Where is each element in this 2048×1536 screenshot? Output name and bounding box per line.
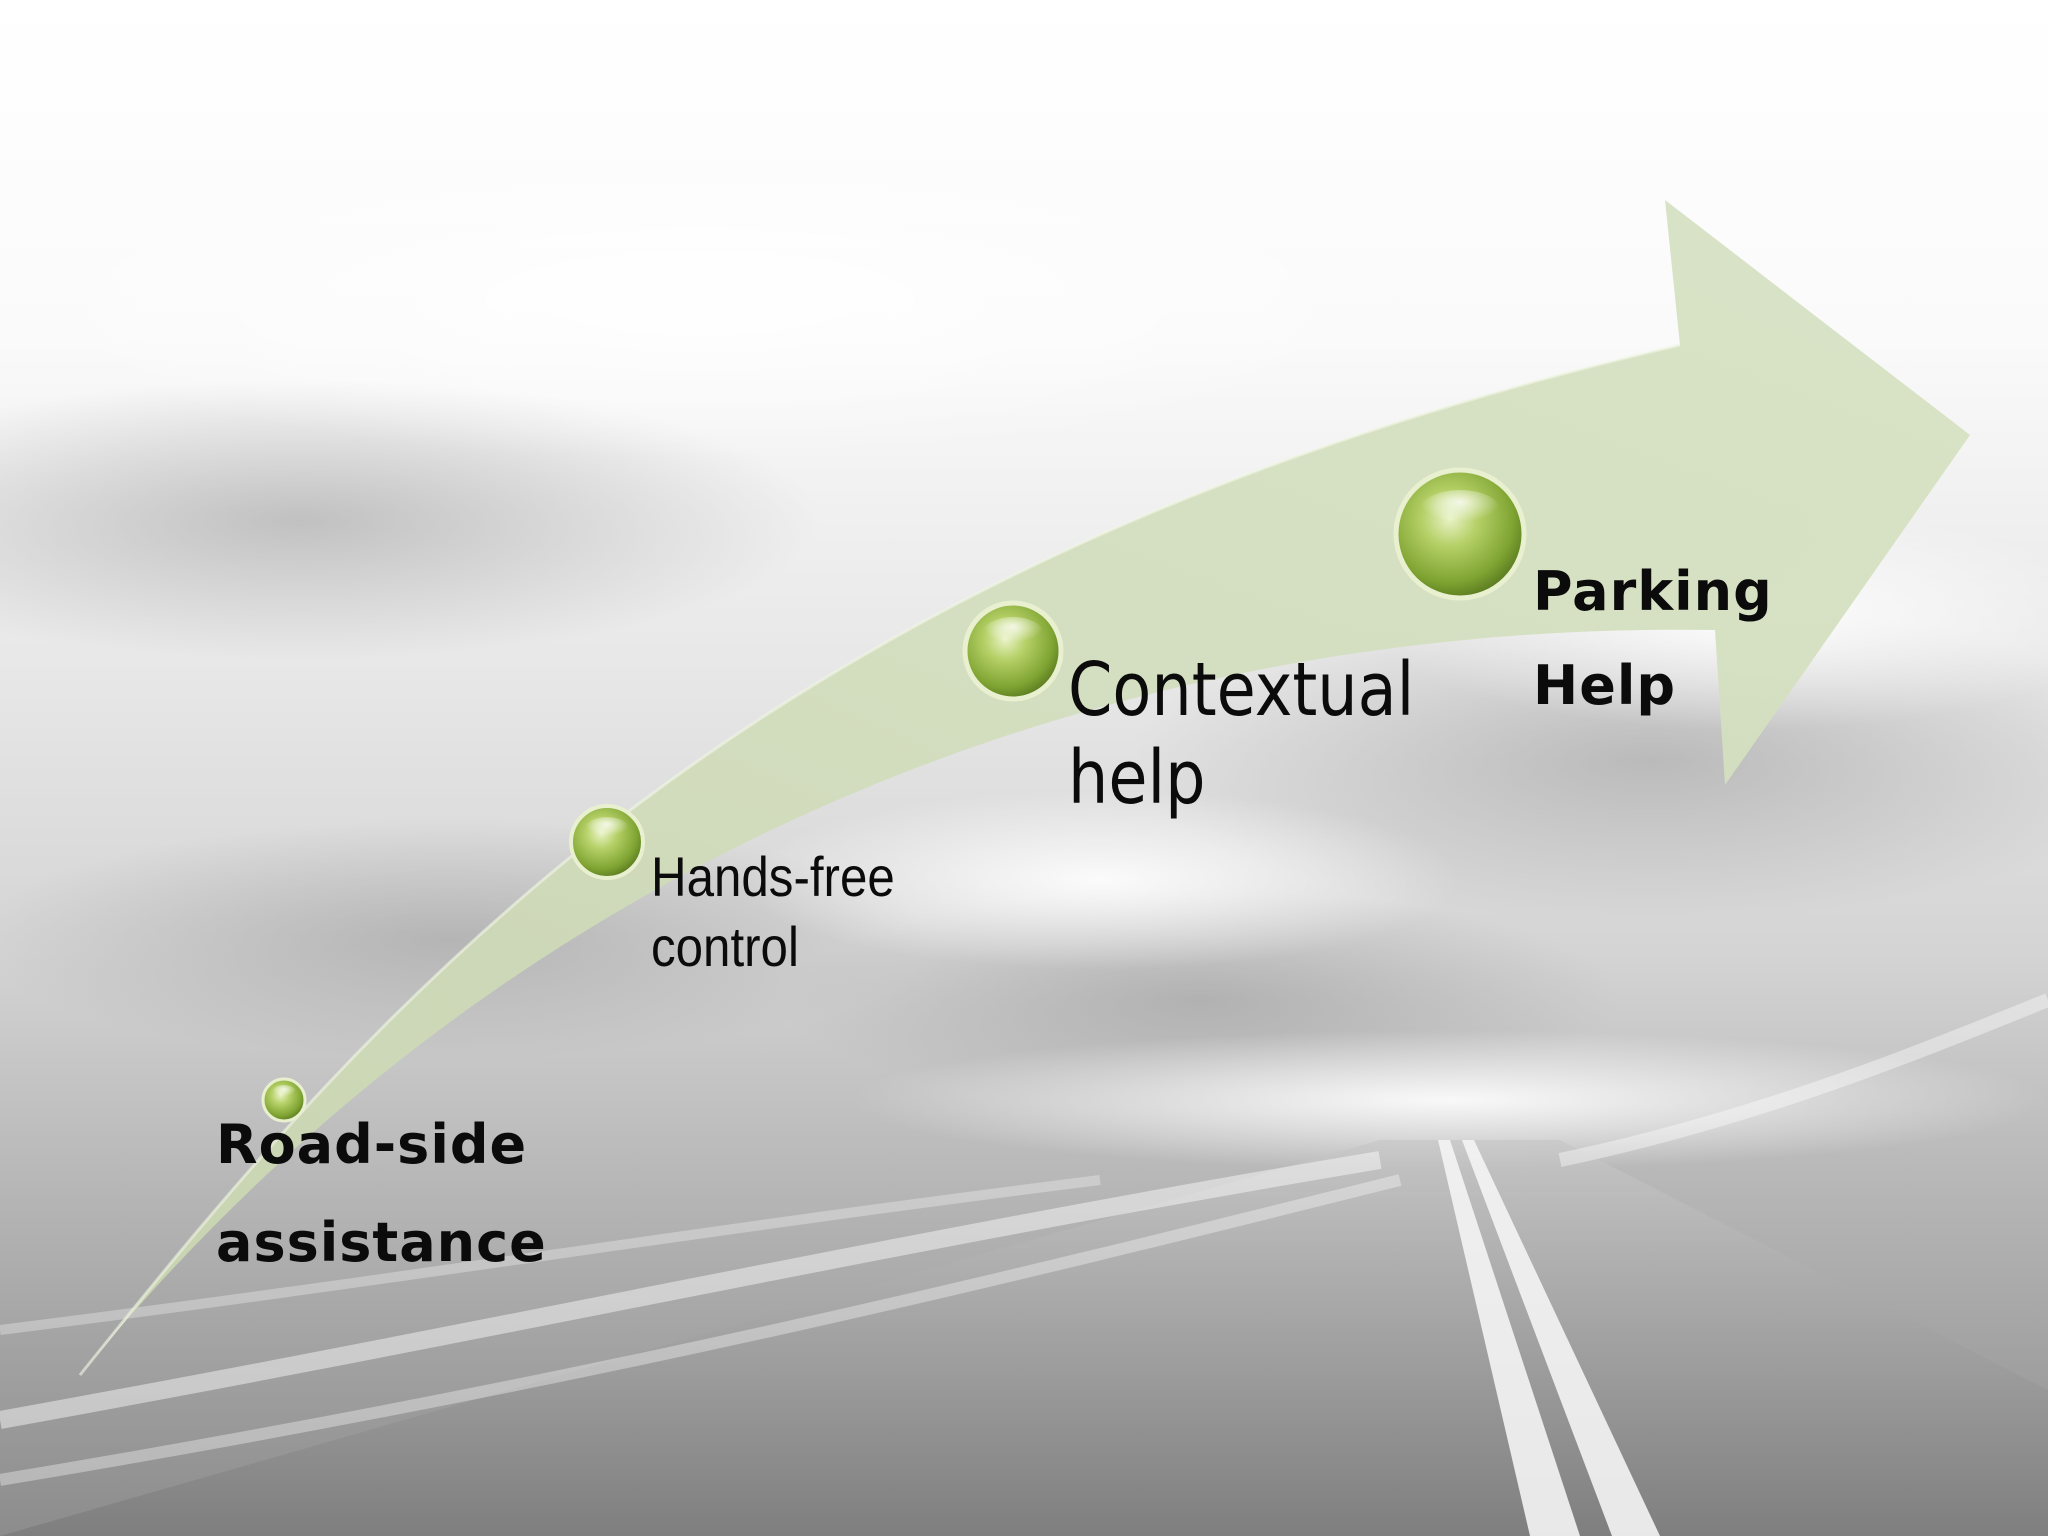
step-bubble-2: [569, 804, 645, 880]
step-bubble-4: [1393, 467, 1527, 601]
step-2-line-1: Hands-free: [651, 845, 895, 908]
step-3-line-2: help: [1068, 735, 1206, 821]
step-label-parking-help: Parking Help: [1533, 545, 1773, 733]
step-1-line-1: Road-side: [216, 1113, 528, 1176]
step-label-contextual-help: Contextual help: [1068, 646, 1414, 822]
step-label-road-side-assistance: Road-side assistance: [216, 1096, 547, 1292]
step-bubble-3: [962, 600, 1064, 702]
step-3-line-1: Contextual: [1068, 647, 1415, 733]
step-4-line-2: Help: [1533, 654, 1676, 717]
step-1-line-2: assistance: [216, 1211, 547, 1274]
step-label-hands-free-control: Hands-free control: [651, 842, 895, 982]
step-2-line-2: control: [651, 915, 799, 978]
step-bubble-1: [261, 1077, 307, 1123]
step-4-line-1: Parking: [1533, 560, 1773, 623]
